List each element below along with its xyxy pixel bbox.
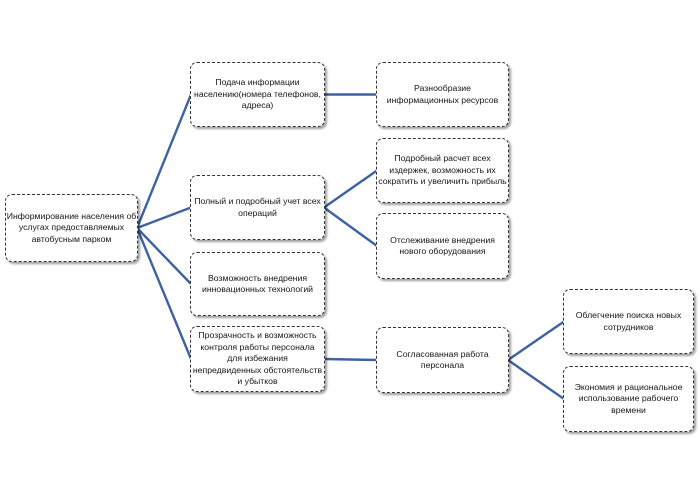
- node-recruitment: Облегчение поиска новых сотрудников: [563, 289, 694, 354]
- node-label: Информирование населения об услугах пред…: [6, 210, 137, 244]
- node-coordinated-work: Согласованная работа персонала: [376, 327, 509, 393]
- node-label: Полный и подробный учет всех операций: [194, 196, 321, 218]
- connector-line: [135, 93, 193, 230]
- node-innovation-technologies: Возможность внедрения инновационных техн…: [190, 252, 325, 316]
- node-staff-control: Прозрачность и возможность контроля рабо…: [190, 326, 325, 392]
- node-operations-accounting: Полный и подробный учет всех операций: [190, 175, 325, 240]
- connector-line: [506, 358, 566, 401]
- connector-line: [135, 226, 193, 361]
- node-info-provision: Подача информации населению(номера телеф…: [190, 62, 325, 127]
- node-label: Подача информации населению(номера телеф…: [194, 77, 321, 111]
- node-label: Экономия и рациональное использование ра…: [574, 381, 683, 415]
- node-label: Прозрачность и возможность контроля рабо…: [192, 330, 323, 387]
- connector-line: [322, 169, 379, 209]
- node-label: Возможность внедрения инновационных техн…: [201, 272, 314, 295]
- node-label: Разнообразие информационных ресурсов: [386, 83, 499, 105]
- node-label: Отслеживание внедрения нового оборудован…: [390, 234, 495, 257]
- node-equipment-tracking: Отслеживание внедрения нового оборудован…: [376, 213, 509, 279]
- node-label: Облегчение поиска новых сотрудников: [575, 310, 682, 332]
- node-label: Согласованная работа персонала: [396, 348, 489, 371]
- root-node-informing-population: Информирование населения об услугах пред…: [5, 194, 138, 262]
- connector-line: [322, 206, 379, 248]
- connector-line: [322, 357, 379, 362]
- node-time-savings: Экономия и рациональное использование ра…: [563, 366, 694, 432]
- node-information-resources: Разнообразие информационных ресурсов: [376, 62, 509, 127]
- connector-line: [135, 226, 193, 286]
- connector-line: [135, 206, 193, 230]
- node-cost-calculation: Подробный расчет всех издержек, возможно…: [376, 138, 509, 203]
- node-label: Подробный расчет всех издержек, возможно…: [378, 153, 507, 187]
- connector-line: [506, 320, 566, 362]
